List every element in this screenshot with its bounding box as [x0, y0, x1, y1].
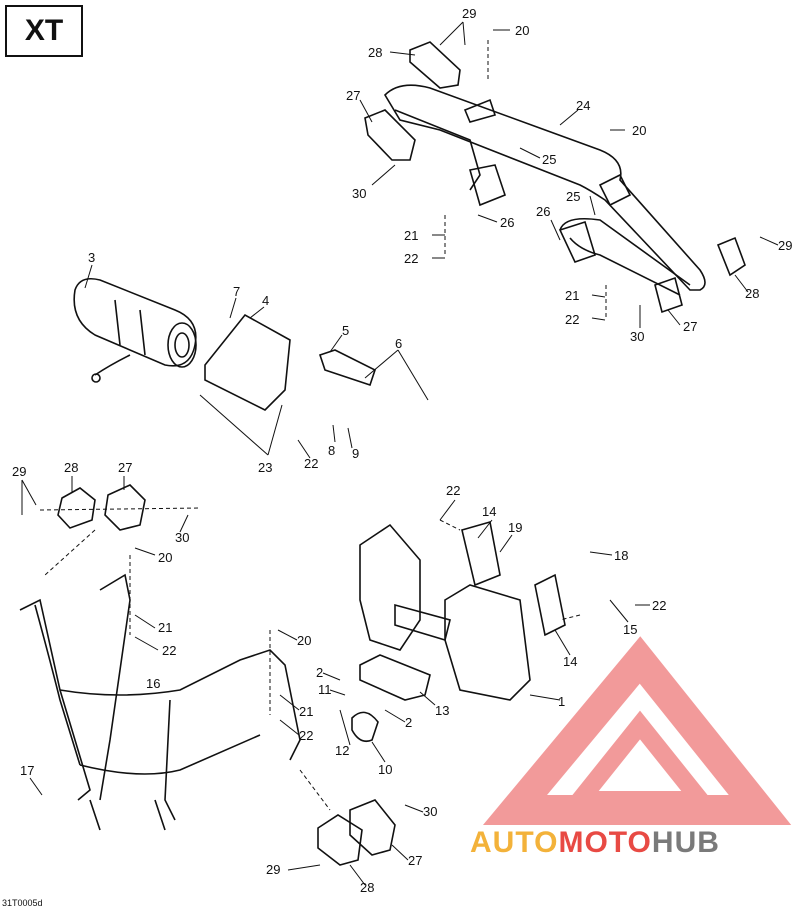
callout: 27 [118, 460, 132, 475]
callout: 29 [266, 862, 280, 877]
mount-26-right [558, 220, 596, 263]
callout: 11 [318, 682, 332, 697]
watermark-text: AUTOMOTOHUB [470, 826, 720, 860]
callout: 28 [64, 460, 78, 475]
model-tag: XT [5, 5, 83, 57]
rear-bumper-tube [383, 84, 706, 296]
callout: 5 [342, 323, 349, 338]
callout: 6 [395, 336, 402, 351]
assembly-lines [39, 40, 607, 811]
callout: 30 [423, 804, 437, 819]
callout: 19 [508, 520, 522, 535]
front-bumper-tube [19, 573, 301, 831]
footer-code: 31T0005d [2, 898, 43, 908]
callout: 30 [352, 186, 366, 201]
callout: 10 [378, 762, 392, 777]
callout: 26 [536, 204, 550, 219]
callout: 22 [299, 728, 313, 743]
bracket-13 [359, 654, 431, 701]
bracket-5 [318, 349, 376, 387]
leader-lines [21, 21, 779, 886]
callout: 22 [565, 312, 579, 327]
callout: 25 [542, 152, 556, 167]
callout: 15 [623, 622, 637, 637]
callout: 14 [563, 654, 577, 669]
callout: 4 [262, 293, 269, 308]
callout: 21 [404, 228, 418, 243]
callout: 20 [158, 550, 172, 565]
callout: 27 [346, 88, 360, 103]
callout: 13 [435, 703, 449, 718]
callout: 1 [558, 694, 565, 709]
callout: 20 [515, 23, 529, 38]
callout: 14 [482, 504, 496, 519]
callout: 26 [500, 215, 514, 230]
bracket-28-top [409, 41, 461, 89]
watermark-part-3: HUB [651, 826, 720, 859]
callout: 22 [404, 251, 418, 266]
bracket-28-bottom [317, 814, 363, 866]
bracket-27-bottom [349, 799, 396, 856]
callout: 16 [146, 676, 160, 691]
callout: 3 [88, 250, 95, 265]
callout: 22 [304, 456, 318, 471]
callout: 12 [335, 743, 349, 758]
callout: 29 [462, 6, 476, 21]
callout: 27 [683, 319, 697, 334]
bracket-27-left [104, 484, 146, 531]
callout: 28 [745, 286, 759, 301]
bracket-27-top [364, 109, 416, 161]
callout: 9 [352, 446, 359, 461]
callout: 22 [652, 598, 666, 613]
callout: 29 [12, 464, 26, 479]
callout: 2 [405, 715, 412, 730]
bracket-27-right [654, 276, 683, 314]
winch-assembly [73, 277, 197, 383]
callout: 22 [446, 483, 460, 498]
callout: 7 [233, 284, 240, 299]
callout: 21 [565, 288, 579, 303]
mount-26 [468, 164, 506, 207]
callout: 8 [328, 443, 335, 458]
callout: 17 [20, 763, 34, 778]
callout: 27 [408, 853, 422, 868]
callout: 20 [297, 633, 311, 648]
callout: 21 [299, 704, 313, 719]
callout: 28 [360, 880, 374, 895]
bracket-28-right [716, 236, 746, 277]
callout: 18 [614, 548, 628, 563]
callout: 23 [258, 460, 272, 475]
callout: 20 [632, 123, 646, 138]
mount-14-upper [461, 520, 501, 587]
callout: 30 [630, 329, 644, 344]
mount-14-lower [534, 573, 566, 637]
watermark-part-1: AUTO [470, 826, 559, 859]
callout: 2 [316, 665, 323, 680]
winch-plate-4 [204, 313, 291, 411]
callout: 29 [778, 238, 792, 253]
skid-plate-1 [359, 523, 531, 701]
callout: 21 [158, 620, 172, 635]
fairlead-10 [351, 711, 379, 743]
callout-labels: 29 20 28 27 24 20 25 30 25 26 26 21 22 2… [12, 6, 792, 895]
callout: 30 [175, 530, 189, 545]
watermark-logo-icon [482, 636, 792, 825]
bracket-28-left [57, 487, 96, 529]
callout: 24 [576, 98, 590, 113]
watermark-part-2: MOTO [558, 826, 652, 859]
callout: 22 [162, 643, 176, 658]
callout: 25 [566, 189, 580, 204]
callout: 28 [368, 45, 382, 60]
